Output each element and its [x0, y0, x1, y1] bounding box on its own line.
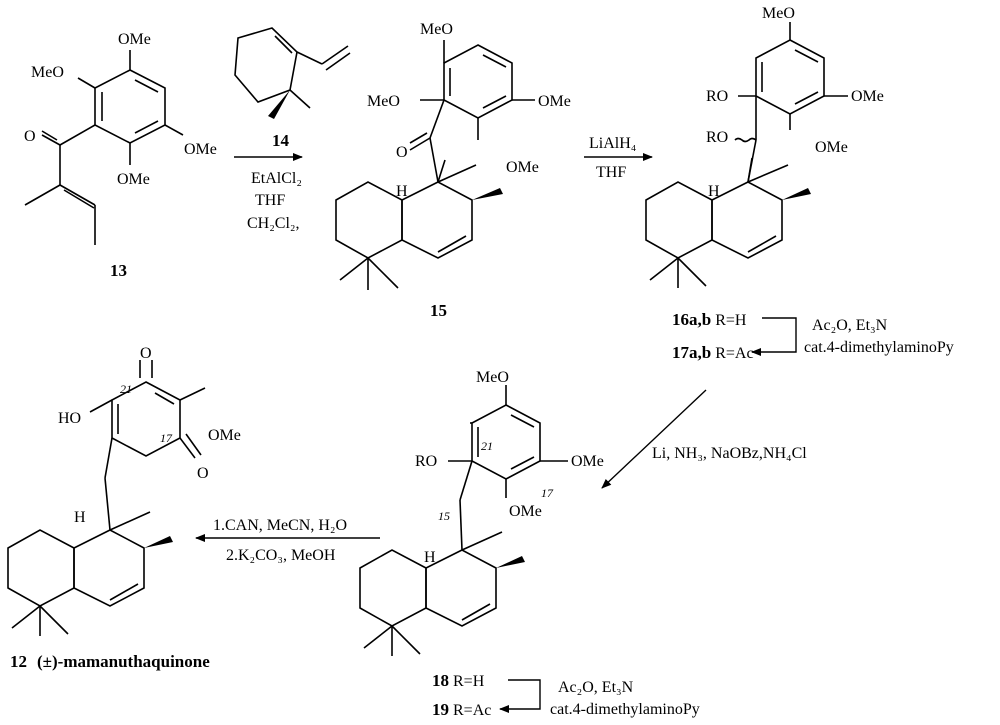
- ro-label: RO: [706, 88, 728, 105]
- ro-label: RO: [706, 129, 728, 146]
- meo-label: MeO: [476, 369, 509, 386]
- position-15-label: 15: [438, 509, 450, 523]
- acetylation-arrow: [499, 679, 541, 713]
- ome-label: OMe: [815, 139, 848, 156]
- catalyst-dmap: cat.4-dimethylaminoPy: [550, 701, 700, 718]
- reagents-birch-reduction: Li, NH₃, NaOBz,NH₄Cl: [652, 445, 807, 462]
- solvent-thf: THF: [596, 164, 626, 181]
- compound-15-structure: [335, 40, 535, 290]
- meo-label: MeO: [367, 93, 400, 110]
- ome-label: OMe: [208, 427, 241, 444]
- ome-label: OMe: [117, 171, 150, 188]
- compound-15-label: 15: [430, 301, 447, 320]
- ome-label: OMe: [509, 503, 542, 520]
- position-21-label: 21: [481, 439, 493, 453]
- ro-label: RO: [415, 453, 437, 470]
- ome-label: OMe: [506, 159, 539, 176]
- carbonyl-oxygen-label: O: [24, 128, 36, 145]
- compound-13-label: 13: [110, 261, 127, 280]
- meo-label: MeO: [31, 64, 64, 81]
- reaction-arrow: [601, 389, 707, 489]
- catalyst-dmap: cat.4-dimethylaminoPy: [804, 339, 954, 356]
- ome-label: OMe: [538, 93, 571, 110]
- compound-16-17-structure: [645, 22, 848, 288]
- quinone-oxygen-label: O: [197, 465, 209, 482]
- compound-19-label: 19 R=Ac: [432, 700, 491, 719]
- reagent-can-oxidation: 1.CAN, MeCN, H₂O: [213, 517, 347, 534]
- quinone-oxygen-label: O: [140, 345, 152, 362]
- ome-label: OMe: [184, 141, 217, 158]
- reagent-ac2o-et3n: Ac₂O, Et₃N: [812, 317, 888, 334]
- hydrogen-label: H: [74, 509, 86, 526]
- compound-12-structure: [7, 360, 206, 636]
- solvent-thf: THF: [255, 192, 285, 209]
- ome-label: OMe: [571, 453, 604, 470]
- carbonyl-oxygen-label: O: [396, 144, 408, 161]
- position-21-label: 21: [120, 382, 132, 396]
- compound-18-19-structure: [359, 385, 568, 656]
- reagent-k2co3-methanol: 2.K₂CO₃, MeOH: [226, 547, 336, 564]
- reagent-lialh4: LiAlH₄: [589, 135, 637, 152]
- reagent-ac2o-et3n: Ac₂O, Et₃N: [558, 679, 634, 696]
- hydrogen-label: H: [424, 549, 436, 566]
- reagent-etalcl2: EtAlCl₂: [251, 170, 302, 187]
- compound-14-structure: [234, 27, 351, 119]
- ome-label: OMe: [851, 88, 884, 105]
- hydrogen-label: H: [708, 183, 720, 200]
- meo-label: MeO: [762, 5, 795, 22]
- hydrogen-label: H: [396, 183, 408, 200]
- compound-12-label: 12(±)-mamanuthaquinone: [10, 652, 210, 671]
- ome-label: OMe: [118, 31, 151, 48]
- compound-14-label: 14: [272, 131, 290, 150]
- compound-13-structure: [24, 50, 184, 245]
- position-17-label: 17: [541, 486, 554, 500]
- hydroxyl-label: HO: [58, 410, 81, 427]
- position-17-label: 17: [160, 431, 173, 445]
- solvent-ch2cl2: CH₂Cl₂,: [247, 215, 300, 232]
- compound-18-label: 18 R=H: [432, 671, 485, 690]
- compound-16-label: 16a,b R=H: [672, 310, 747, 329]
- compound-17-label: 17a,b R=Ac: [672, 343, 754, 362]
- acetylation-arrow: [751, 317, 797, 356]
- meo-label: MeO: [420, 21, 453, 38]
